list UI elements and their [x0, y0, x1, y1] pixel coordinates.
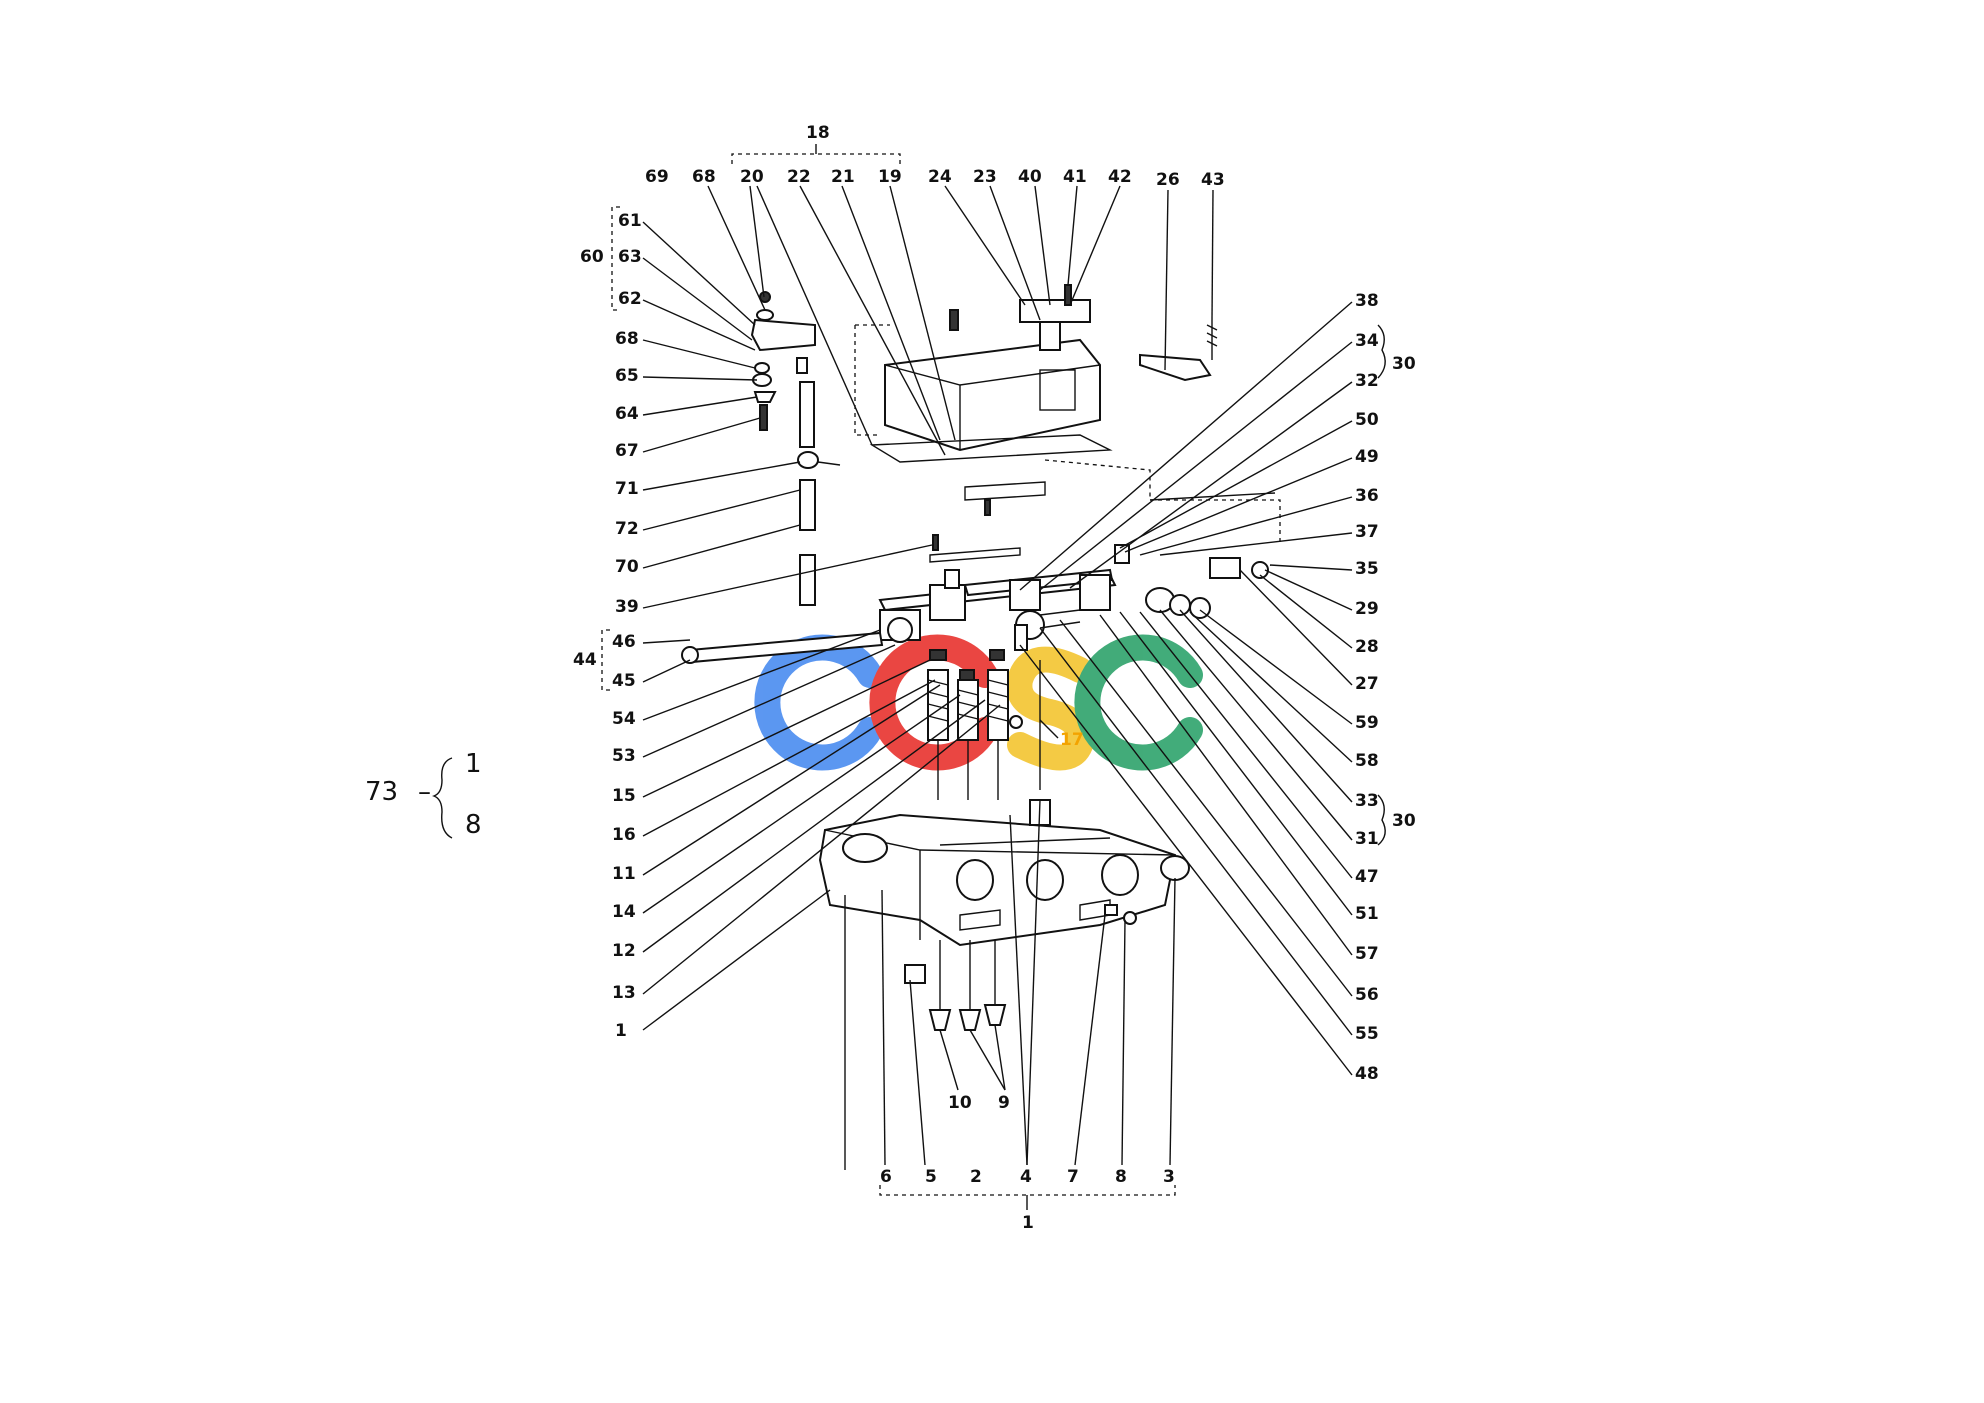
callout-48: 48 — [1355, 1064, 1379, 1084]
rocker-cover — [884, 284, 1101, 452]
callout-21: 21 — [831, 167, 855, 187]
callout-56: 56 — [1355, 985, 1379, 1005]
callout-5: 5 — [925, 1167, 937, 1187]
callout-9: 9 — [998, 1093, 1010, 1113]
callout-8: 8 — [1115, 1167, 1127, 1187]
callout-29: 29 — [1355, 599, 1379, 619]
callout-37: 37 — [1355, 522, 1379, 542]
callout-50: 50 — [1355, 410, 1379, 430]
group-note-dash: – — [418, 777, 431, 807]
callout-12: 12 — [612, 941, 636, 961]
callout-46: 46 — [612, 632, 636, 652]
group-brackets — [601, 144, 1386, 1210]
rocker-shaft-assembly — [878, 534, 1269, 643]
callout-57: 57 — [1355, 944, 1379, 964]
callout-43: 43 — [1201, 170, 1225, 190]
group-note-number: 73 — [365, 777, 398, 807]
callout-10: 10 — [948, 1093, 972, 1113]
callout-32: 32 — [1355, 371, 1379, 391]
callout-53: 53 — [612, 746, 636, 766]
callout-34: 34 — [1355, 331, 1379, 351]
callout-65: 65 — [615, 366, 639, 386]
callout-6: 6 — [880, 1167, 892, 1187]
callout-62: 62 — [618, 289, 642, 309]
callout-15: 15 — [612, 786, 636, 806]
callout-28: 28 — [1355, 637, 1379, 657]
callout-23: 23 — [973, 167, 997, 187]
callout-44: 44 — [573, 650, 597, 670]
callout-68-left: 68 — [615, 329, 639, 349]
callout-35: 35 — [1355, 559, 1379, 579]
callout-17: 17 — [1060, 730, 1084, 750]
callout-4: 4 — [1020, 1167, 1032, 1187]
callout-39: 39 — [615, 597, 639, 617]
callout-30-bottom: 30 — [1392, 811, 1416, 831]
valve-stems — [937, 660, 1041, 800]
callout-13: 13 — [612, 983, 636, 1003]
callout-19: 19 — [878, 167, 902, 187]
callout-69: 69 — [645, 167, 669, 187]
rocker-cover-gasket — [869, 434, 1113, 516]
callout-72: 72 — [615, 519, 639, 539]
callout-31: 31 — [1355, 829, 1379, 849]
callout-27: 27 — [1355, 674, 1379, 694]
callout-47: 47 — [1355, 867, 1379, 887]
callout-20: 20 — [740, 167, 764, 187]
bracket-26 — [1139, 320, 1218, 382]
callout-38: 38 — [1355, 291, 1379, 311]
callout-3: 3 — [1163, 1167, 1175, 1187]
callout-18: 18 — [806, 123, 830, 143]
callout-51: 51 — [1355, 904, 1379, 924]
pushrod-tube-44 — [681, 631, 884, 664]
callout-61: 61 — [618, 211, 642, 231]
cylinder-head — [818, 799, 1190, 947]
callout-55: 55 — [1355, 1024, 1379, 1044]
callout-64: 64 — [615, 404, 639, 424]
leader-lines — [642, 185, 1353, 1170]
callout-70: 70 — [615, 557, 639, 577]
callout-14: 14 — [612, 902, 636, 922]
group-note-member-1: 1 — [465, 749, 482, 779]
callout-2: 2 — [970, 1167, 982, 1187]
callout-60: 60 — [580, 247, 604, 267]
oil-filler-column — [750, 291, 841, 606]
group-note-73: 73 – 1 8 — [365, 749, 482, 840]
group-note-member-2: 8 — [465, 810, 482, 840]
callout-59: 59 — [1355, 713, 1379, 733]
callout-22: 22 — [787, 167, 811, 187]
callout-24: 24 — [928, 167, 952, 187]
callout-36: 36 — [1355, 486, 1379, 506]
callout-41: 41 — [1063, 167, 1087, 187]
callout-30-top: 30 — [1392, 354, 1416, 374]
callout-40: 40 — [1018, 167, 1042, 187]
callout-58: 58 — [1355, 751, 1379, 771]
valve-springs — [927, 624, 1028, 741]
callout-67: 67 — [615, 441, 639, 461]
callout-45: 45 — [612, 671, 636, 691]
callout-1-bottom: 1 — [1022, 1213, 1034, 1233]
callout-11: 11 — [612, 864, 636, 884]
callout-16: 16 — [612, 825, 636, 845]
callout-68-top: 68 — [692, 167, 716, 187]
callout-54: 54 — [612, 709, 636, 729]
callout-49: 49 — [1355, 447, 1379, 467]
callout-33: 33 — [1355, 791, 1379, 811]
callout-63: 63 — [618, 247, 642, 267]
callout-42: 42 — [1108, 167, 1132, 187]
callout-1-left: 1 — [615, 1021, 627, 1041]
callout-7: 7 — [1067, 1167, 1079, 1187]
callout-26: 26 — [1156, 170, 1180, 190]
callout-71: 71 — [615, 479, 639, 499]
valves-lower — [904, 940, 1007, 1031]
